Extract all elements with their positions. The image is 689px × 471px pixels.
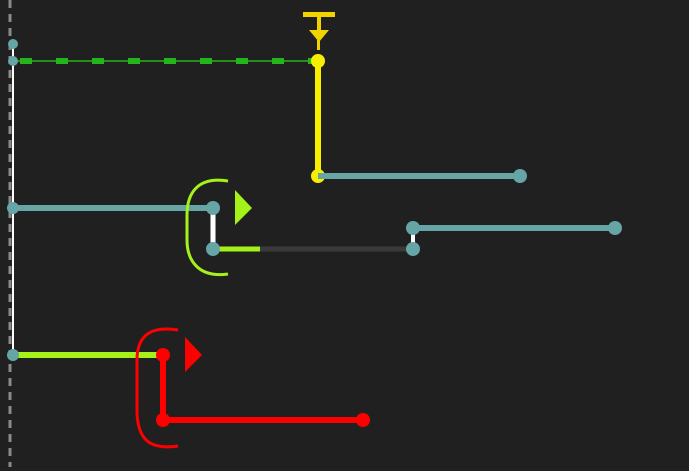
node-teal-right-start[interactable] xyxy=(406,221,420,235)
node-teal-middle-left[interactable] xyxy=(7,202,19,214)
node-red-top[interactable] xyxy=(156,348,170,362)
node-connector-bottom[interactable] xyxy=(406,242,420,256)
node-teal-upper-right-end[interactable] xyxy=(513,169,527,183)
node-yellow-top[interactable] xyxy=(311,54,325,68)
node-top-left[interactable] xyxy=(8,56,18,66)
switch-bracket-icon[interactable] xyxy=(185,178,229,277)
node-top-left-upper[interactable] xyxy=(8,39,18,49)
node-teal-right-end[interactable] xyxy=(608,221,622,235)
switch-bracket-red-icon[interactable] xyxy=(135,327,179,449)
node-red-corner[interactable] xyxy=(156,413,170,427)
node-lime-bottom-left[interactable] xyxy=(7,349,19,361)
buffer-stop-icon xyxy=(303,12,335,50)
signal-green-icon[interactable] xyxy=(235,190,252,225)
node-red-end[interactable] xyxy=(356,413,370,427)
node-switch-1-bottom[interactable] xyxy=(206,242,220,256)
node-switch-1-top[interactable] xyxy=(206,201,220,215)
signal-red-icon[interactable] xyxy=(185,337,202,372)
